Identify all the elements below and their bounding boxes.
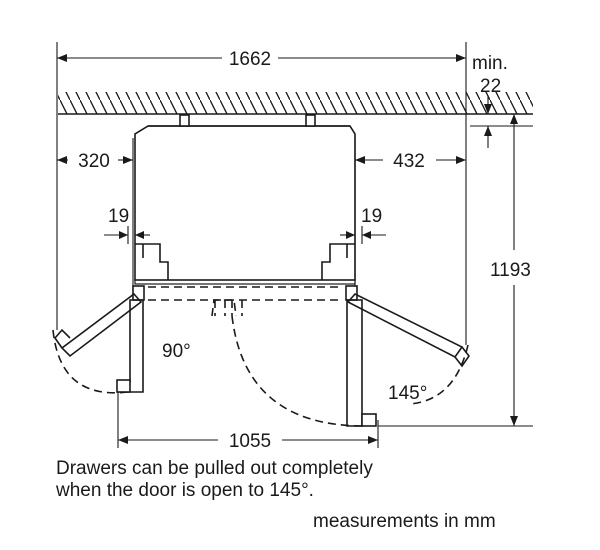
angle-145-label: 145° xyxy=(388,383,427,404)
caption: Drawers can be pulled out completely whe… xyxy=(56,458,373,502)
left-door-open-wide xyxy=(60,292,143,358)
right-door-90 xyxy=(346,299,363,427)
right-door-open-wide xyxy=(346,293,464,359)
dimension-left-clearance: 320 xyxy=(57,151,133,172)
left-door-90 xyxy=(127,299,144,393)
left-spacer xyxy=(179,114,190,127)
dimension-left-gap: 19 xyxy=(104,206,150,244)
angle-90-label: 90° xyxy=(162,341,191,362)
right-spacer xyxy=(305,114,316,127)
right-door-swing-arc-145 xyxy=(409,344,469,405)
wall-hatching xyxy=(58,92,533,114)
units-note: measurements in mm xyxy=(313,511,496,532)
right-door xyxy=(231,293,470,427)
dimension-1055-label: 1055 xyxy=(229,431,271,452)
dimension-min-gap: min. 22 xyxy=(472,53,508,148)
left-door xyxy=(52,292,144,394)
left-door-handle xyxy=(53,328,71,349)
dimension-open-width: 1055 xyxy=(118,431,378,452)
dimension-right-clearance: 432 xyxy=(355,151,466,172)
left-hinge-step xyxy=(135,243,169,280)
dimension-depth: 1193 xyxy=(490,114,531,426)
dimension-total-width: 1662 xyxy=(57,49,466,70)
dimension-19-right-label: 19 xyxy=(361,206,382,227)
left-door-handle-block xyxy=(116,379,131,393)
caption-line-1: Drawers can be pulled out completely xyxy=(56,458,373,479)
right-door-swing-arc-90 xyxy=(231,315,363,427)
left-hinge xyxy=(132,285,145,301)
caption-line-2: when the door is open to 145°. xyxy=(56,480,314,501)
right-door-handle-block xyxy=(361,413,377,427)
min-label: min. xyxy=(472,53,508,74)
dimension-1662-label: 1662 xyxy=(229,49,271,70)
dimension-right-gap: 19 xyxy=(340,206,386,244)
wall xyxy=(58,92,533,115)
left-door-swing-arc xyxy=(52,329,129,394)
refrigerator-top-view xyxy=(132,114,358,317)
dimension-432-label: 432 xyxy=(393,151,425,172)
min-value-label: 22 xyxy=(480,76,501,97)
right-hinge-step xyxy=(321,243,355,280)
dimension-320-label: 320 xyxy=(78,151,110,172)
dimension-1193-label: 1193 xyxy=(490,260,531,281)
dimension-19-left-label: 19 xyxy=(108,206,129,227)
